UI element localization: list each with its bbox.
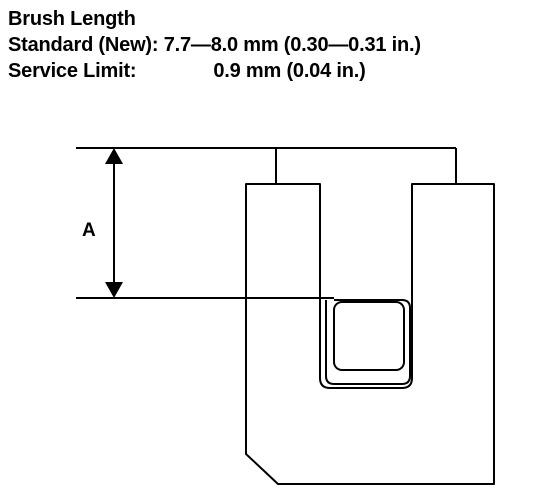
limit-spec-row: Service Limit: 0.9 mm (0.04 in.) — [8, 58, 421, 84]
spec-title: Brush Length — [8, 8, 136, 30]
limit-value: 0.9 mm (0.04 in.) — [213, 60, 366, 82]
standard-spec-row: Standard (New): 7.7—8.0 mm (0.30—0.31 in… — [8, 32, 421, 58]
dimension-arrow-up — [105, 148, 123, 164]
standard-label: Standard (New): — [8, 34, 159, 56]
limit-label: Service Limit: — [8, 60, 137, 82]
brush-length-specs: Brush Length Standard (New): 7.7—8.0 mm … — [8, 6, 421, 84]
dimension-label-a: A — [82, 220, 96, 241]
dimension-arrow-down — [105, 282, 123, 298]
standard-value: 7.7—8.0 mm (0.30—0.31 in.) — [163, 34, 421, 56]
carbon-brush — [333, 301, 405, 371]
brush-slot-outline — [325, 299, 411, 385]
brush-holder-outline — [245, 183, 495, 485]
